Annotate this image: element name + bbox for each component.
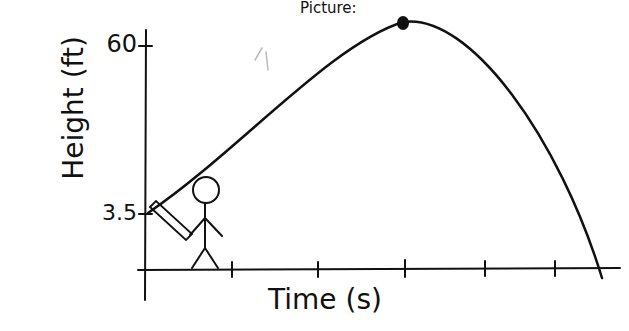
figure-head (193, 177, 219, 203)
bat (150, 201, 192, 240)
y-tick-label: 3.5 (102, 202, 137, 224)
x-tick (317, 262, 319, 277)
trajectory-curve (148, 21, 602, 278)
x-tick (404, 260, 406, 277)
figure-legs (192, 248, 218, 268)
y-tick (139, 213, 152, 215)
x-axis-title: Time (s) (268, 286, 382, 314)
x-tick (554, 261, 556, 276)
peak-dot (397, 16, 409, 30)
x-axis (138, 268, 620, 270)
y-tick-label: 60 (106, 32, 137, 56)
x-tick (231, 262, 233, 277)
figure-arms (190, 218, 222, 236)
page-heading: Picture: (300, 1, 357, 16)
x-tick (484, 261, 486, 276)
y-axis (145, 30, 146, 300)
y-axis-title: Height (ft) (60, 36, 88, 180)
figure-body (204, 203, 206, 248)
sketch-mark (255, 48, 268, 70)
y-tick (139, 45, 152, 47)
